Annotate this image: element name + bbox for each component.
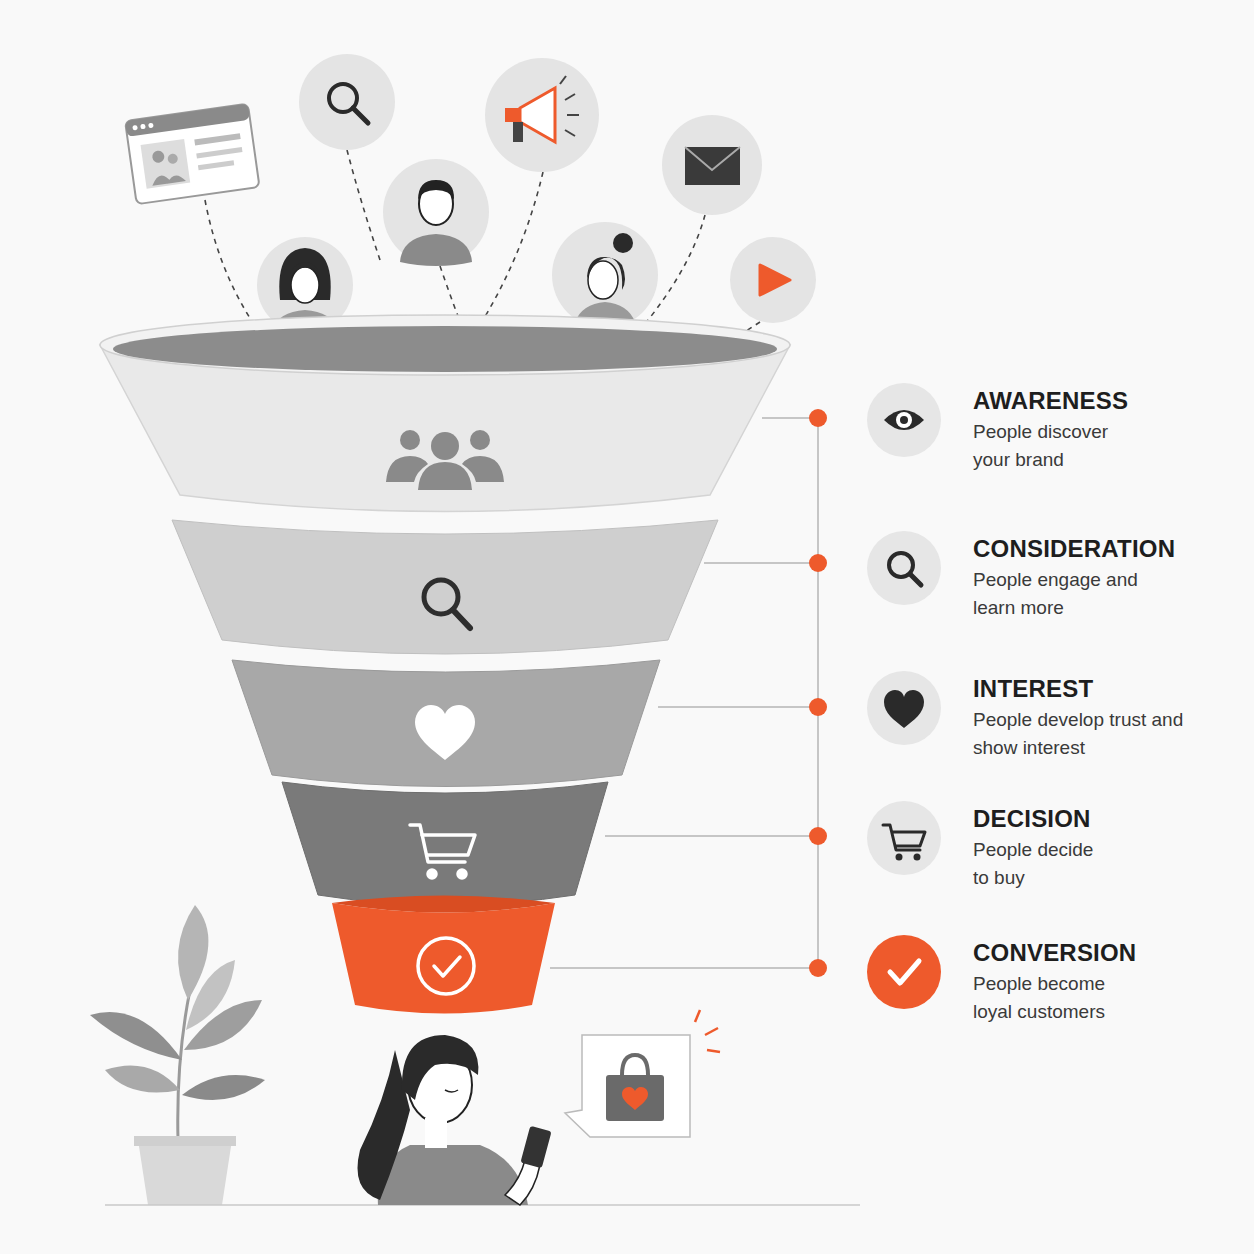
stage-icon bbox=[883, 825, 925, 861]
stage-icon-circle bbox=[867, 801, 941, 875]
stage-item: CONVERSIONPeople become loyal customers bbox=[866, 934, 1147, 1026]
stage-icon-circle bbox=[867, 935, 941, 1009]
stage-icon-badge bbox=[866, 670, 942, 746]
check-icon bbox=[418, 938, 474, 994]
stage-icon-badge bbox=[866, 382, 942, 458]
stage-heading: CONVERSION bbox=[973, 938, 1141, 968]
browser-icon bbox=[125, 104, 259, 204]
stage-text: INTERESTPeople develop trust and show in… bbox=[973, 670, 1185, 762]
stage-heading: CONSIDERATION bbox=[973, 534, 1173, 564]
magnifier-icon bbox=[424, 580, 470, 628]
stage-icon bbox=[890, 961, 919, 983]
megaphone-icon bbox=[485, 58, 599, 172]
stage-text: AWARENESSPeople discover your brand bbox=[973, 382, 1145, 474]
stage-item: INTERESTPeople develop trust and show in… bbox=[866, 670, 1191, 762]
stage-item: DECISIONPeople decide to buy bbox=[866, 800, 1119, 892]
stage-description: People discover your brand bbox=[973, 418, 1145, 474]
timeline-dots bbox=[809, 409, 827, 977]
stage-icon-circle bbox=[867, 383, 941, 457]
stage-description: People develop trust and show interest bbox=[973, 706, 1185, 762]
stage-text: DECISIONPeople decide to buy bbox=[973, 800, 1113, 892]
stage-text: CONVERSIONPeople become loyal customers bbox=[973, 934, 1141, 1026]
stage-description: People become loyal customers bbox=[973, 970, 1141, 1026]
search-channel-icon bbox=[299, 54, 395, 150]
video-icon bbox=[730, 237, 816, 323]
stage-icon bbox=[889, 553, 921, 585]
stage-description: People engage and learn more bbox=[973, 566, 1173, 622]
stage-item: AWARENESSPeople discover your brand bbox=[866, 382, 1151, 474]
leader-lines bbox=[550, 418, 818, 968]
funnel bbox=[100, 315, 790, 1014]
stage-icon-badge bbox=[866, 934, 942, 1010]
stage-icon-circle bbox=[867, 671, 941, 745]
stage-heading: AWARENESS bbox=[973, 386, 1145, 416]
email-icon bbox=[662, 115, 762, 215]
stage-icon bbox=[884, 690, 924, 728]
stage-icon bbox=[884, 410, 924, 430]
person-icon bbox=[383, 159, 489, 266]
stage-text: CONSIDERATIONPeople engage and learn mor… bbox=[973, 530, 1173, 622]
plant bbox=[90, 905, 265, 1205]
stage-heading: INTEREST bbox=[973, 674, 1185, 704]
stage-item: CONSIDERATIONPeople engage and learn mor… bbox=[866, 530, 1181, 622]
cart-icon bbox=[410, 825, 475, 878]
shopping-bubble bbox=[565, 1010, 720, 1137]
stage-description: People decide to buy bbox=[973, 836, 1113, 892]
group-icon bbox=[386, 430, 504, 490]
stage-heading: DECISION bbox=[973, 804, 1113, 834]
stage-icon-badge bbox=[866, 530, 942, 606]
woman-bun-icon bbox=[552, 222, 658, 328]
woman-with-phone bbox=[358, 1035, 552, 1205]
heart-icon bbox=[415, 705, 475, 760]
stage-icon-badge bbox=[866, 800, 942, 876]
stage-icon-circle bbox=[867, 531, 941, 605]
